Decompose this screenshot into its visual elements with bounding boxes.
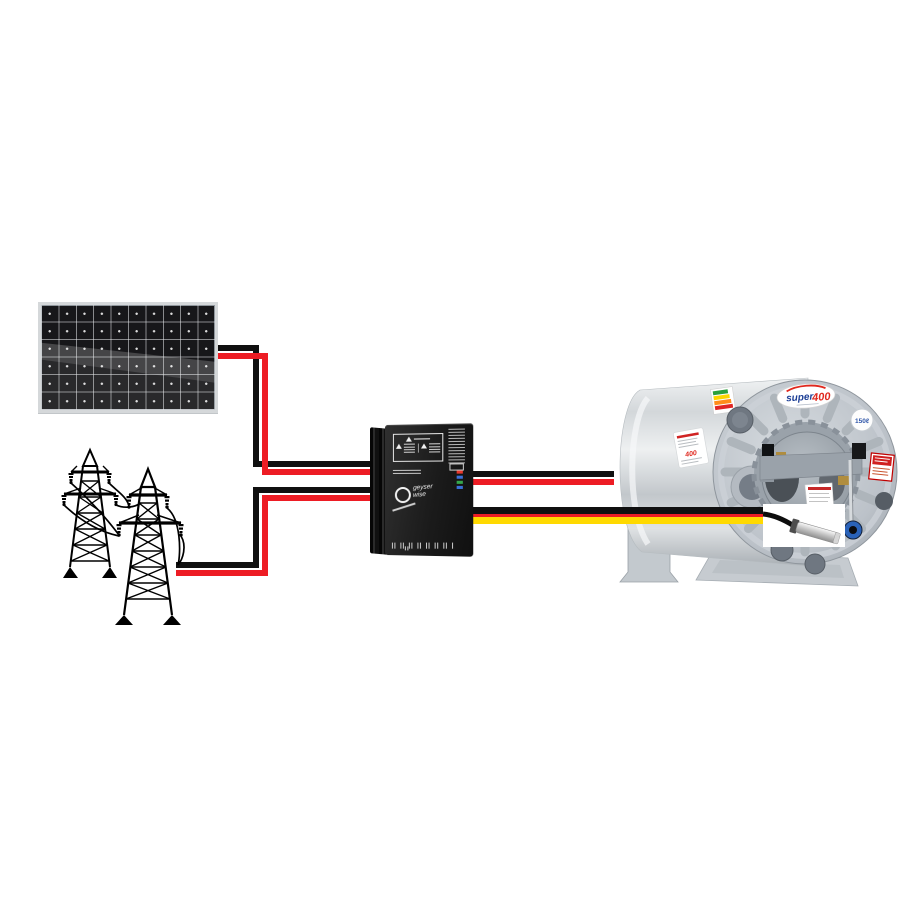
label-number: 400 [684,450,698,459]
product-label: 400 [673,427,709,469]
led-blue [456,475,463,479]
led-red [456,470,463,474]
probe-cable [762,511,796,529]
temperature-sensor-inset [762,504,845,547]
model-text-lines [392,468,421,474]
electricity-pylons [61,447,185,625]
access-hub [751,419,866,529]
brand-logo-swoosh [392,502,416,512]
warning-sticker [868,452,895,482]
capacity-badge: 150ℓ [850,408,874,432]
barrel-highlight [629,395,651,546]
warning-triangle-icon [405,436,412,442]
power-lines [63,482,185,566]
brand-logo-ring-icon [394,486,411,504]
controller-box: geyser wise [370,423,474,560]
thermostat-bracket [759,451,863,481]
tank-logo-badge: super 400 [776,383,836,409]
solar-cell-grid [41,305,215,410]
warning-microtext [429,443,441,453]
corner-mark [404,546,410,551]
capacity-text: 150ℓ [855,418,869,425]
warning-title-line [413,437,431,440]
warning-triangle-icon [420,443,428,449]
warning-microtext [403,443,415,453]
brass-fitting [838,476,849,485]
terminal-strip [391,542,455,549]
energy-sticker [710,386,737,415]
led-indicators [456,470,463,491]
warning-triangle-icon [395,443,402,449]
brand-line2: wise [412,490,427,499]
solar-panel [38,302,218,413]
led-green [456,480,463,484]
water-heater-tank: 400 [619,377,898,587]
thermostat-pocket [843,459,863,540]
logo-super: super [786,391,815,404]
bracket-clamp [852,443,866,459]
led-blue [456,485,463,489]
logo-400: 400 [811,391,832,404]
rear-pylon [61,447,119,578]
warning-label [392,433,444,462]
sensor-probe-graphic [762,511,841,545]
insulator-strings [61,473,119,578]
sensor-probe [789,518,841,545]
front-pylon [115,465,184,625]
brand-text: geyser wise [412,483,433,499]
controller-front-panel: geyser wise [385,423,474,557]
spec-text-block [448,428,465,464]
